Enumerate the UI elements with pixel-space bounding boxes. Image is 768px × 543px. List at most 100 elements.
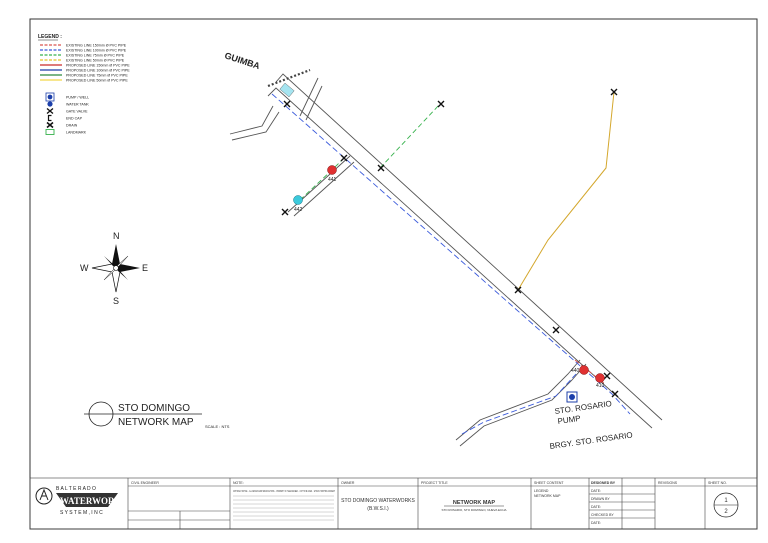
title-block-text: CIVIL ENGINEER NOTE: COPYRIGHT NOTICE ..… [131, 481, 739, 525]
main-road-edge-south [267, 87, 653, 429]
legend-line-label: PROPOSED LINE 75mm Ø PVC PIPE [66, 73, 128, 77]
gate-valve-icon [552, 326, 560, 334]
sheet-total: 2 [724, 509, 728, 515]
legend-symbol-label: DRAIN [66, 123, 78, 127]
node-410-label: 410 [596, 383, 605, 389]
feeder-road-a [455, 359, 581, 441]
owner-header: OWNER [341, 481, 355, 485]
date-label-3: DATE: [591, 521, 601, 525]
legend-symbol-label: GATE VALVE [66, 109, 88, 113]
feeder-road-b [459, 363, 587, 447]
legend-symbol-label: END CAP [66, 116, 83, 120]
legend: LEGEND : EXISTING LINE 150mm Ø PVC PIPEE… [38, 34, 130, 135]
scale-note: SCALE : NTS [205, 424, 230, 429]
sheet-number: 1 [724, 498, 728, 504]
legend-line-row: PROPOSED LINE 150mm Ø PVC PIPE [40, 63, 130, 67]
north-arrow: N E S W [80, 231, 148, 306]
gate-valve-icon [603, 372, 611, 380]
compass-east: E [142, 263, 148, 273]
legend-symbol-row: LANDMARK [45, 129, 87, 135]
drain-icon [46, 121, 54, 129]
branch-road-north-b [305, 85, 323, 121]
node-442-label: 442 [294, 207, 303, 213]
valves [281, 88, 619, 398]
legend-symbol-row: DRAIN [46, 121, 78, 129]
drawn-by-label: DRAWN BY [591, 497, 610, 501]
date-label-1: DATE: [591, 489, 601, 493]
node-441-label: 441 [328, 177, 337, 183]
water-tank-icon [47, 101, 53, 107]
node-440-label: 440 [571, 368, 580, 374]
legend-symbol-row: GATE VALVE [46, 108, 88, 114]
sheet-border [29, 18, 758, 530]
note-header: NOTE: [233, 481, 244, 485]
note-body-lines [233, 495, 334, 521]
legend-line-row: PROPOSED LINE 75mm Ø PVC PIPE [40, 73, 128, 77]
title-block [29, 477, 758, 530]
gate-valve-icon [514, 286, 522, 294]
compass-west: W [80, 263, 89, 273]
civil-engineer-header: CIVIL ENGINEER [131, 481, 159, 485]
project-title: NETWORK MAP [453, 500, 495, 506]
legend-line-row: EXISTING LINE 150mm Ø PVC PIPE [40, 43, 127, 47]
pump-label-line2: PUMP [557, 414, 581, 426]
road-landmark [279, 82, 295, 98]
date-label-2: DATE: [591, 505, 601, 509]
gate-valve-icon [610, 88, 618, 96]
sheet-content-legend: LEGEND [534, 489, 549, 493]
branch-road-west-b [231, 111, 280, 141]
logo-line1: B A L T E R A D O [56, 486, 96, 492]
gate-valve-icon [283, 100, 291, 108]
pump-well-icon [45, 92, 55, 102]
legend-heading: LEGEND : [38, 34, 62, 40]
checked-by-label: CHECKED BY [591, 513, 614, 517]
owner-sub: (B.W.S.I.) [367, 506, 389, 512]
branch-road-west-a [229, 105, 274, 135]
side-street-b [293, 161, 355, 217]
legend-line-row: PROPOSED LINE 50mm Ø PVC PIPE [40, 78, 128, 82]
legend-line-label: EXISTING LINE 50mm Ø PVC PIPE [66, 58, 125, 62]
gate-valve-icon [340, 154, 348, 162]
designed-by-label: DESIGNED BY [591, 481, 616, 485]
node-410-marker [595, 373, 605, 383]
sheet-no-header: SHEET NO. [708, 481, 727, 485]
legend-line-label: PROPOSED LINE 100mm Ø PVC PIPE [66, 68, 130, 72]
gate-valve-icon [437, 100, 445, 108]
node-441-marker [327, 165, 337, 175]
legend-line-label: PROPOSED LINE 150mm Ø PVC PIPE [66, 63, 130, 67]
landmark-icon [45, 129, 55, 135]
project-sub: STO ROSARIO, STO DOMINGO, NUEVA ECIJA [441, 508, 506, 512]
title-line2: NETWORK MAP [118, 417, 194, 428]
legend-line-label: EXISTING LINE 100mm Ø PVC PIPE [66, 48, 127, 52]
node-442-marker [293, 195, 303, 205]
revisions-header: REVISIONS [658, 481, 678, 485]
sheet-content-header: SHEET CONTENT [534, 481, 564, 485]
proposed-50mm-line [517, 91, 615, 291]
gate-valve-icon [377, 164, 385, 172]
existing-100mm-feeder [461, 373, 577, 435]
legend-line-label: PROPOSED LINE 50mm Ø PVC PIPE [66, 78, 128, 82]
legend-symbol-row: WATER TANK [47, 101, 89, 107]
legend-line-row: PROPOSED LINE 100mm Ø PVC PIPE [40, 68, 130, 72]
existing-100mm-main [271, 93, 631, 415]
gate-valve-icon [46, 108, 54, 114]
gate-valve-icon [611, 390, 619, 398]
pump-well-icon [569, 394, 575, 400]
legend-symbol-row: END CAP [47, 114, 83, 122]
legend-symbol-label: WATER TANK [66, 102, 89, 106]
note-body: COPYRIGHT NOTICE ... ALL DESIGNS AND SPE… [233, 489, 335, 493]
legend-line-row: EXISTING LINE 50mm Ø PVC PIPE [40, 58, 125, 62]
nodes: 441 442 440 410 [293, 165, 605, 389]
title-line1: STO DOMINGO [118, 403, 190, 414]
existing-75mm-branch [379, 103, 441, 169]
legend-symbol-row: PUMP / WELL [45, 92, 89, 102]
end-cap-icon [47, 114, 52, 122]
sheet-content-map: NETWORK MAP [534, 494, 561, 498]
legend-line-label: EXISTING LINE 75mm Ø PVC PIPE [66, 53, 125, 57]
compass-south: S [113, 296, 119, 306]
company-logo: B A L T E R A D O WATERWORKS S Y S T E M… [35, 486, 127, 516]
compass-north: N [113, 231, 120, 241]
gate-valve-icon [281, 208, 289, 216]
